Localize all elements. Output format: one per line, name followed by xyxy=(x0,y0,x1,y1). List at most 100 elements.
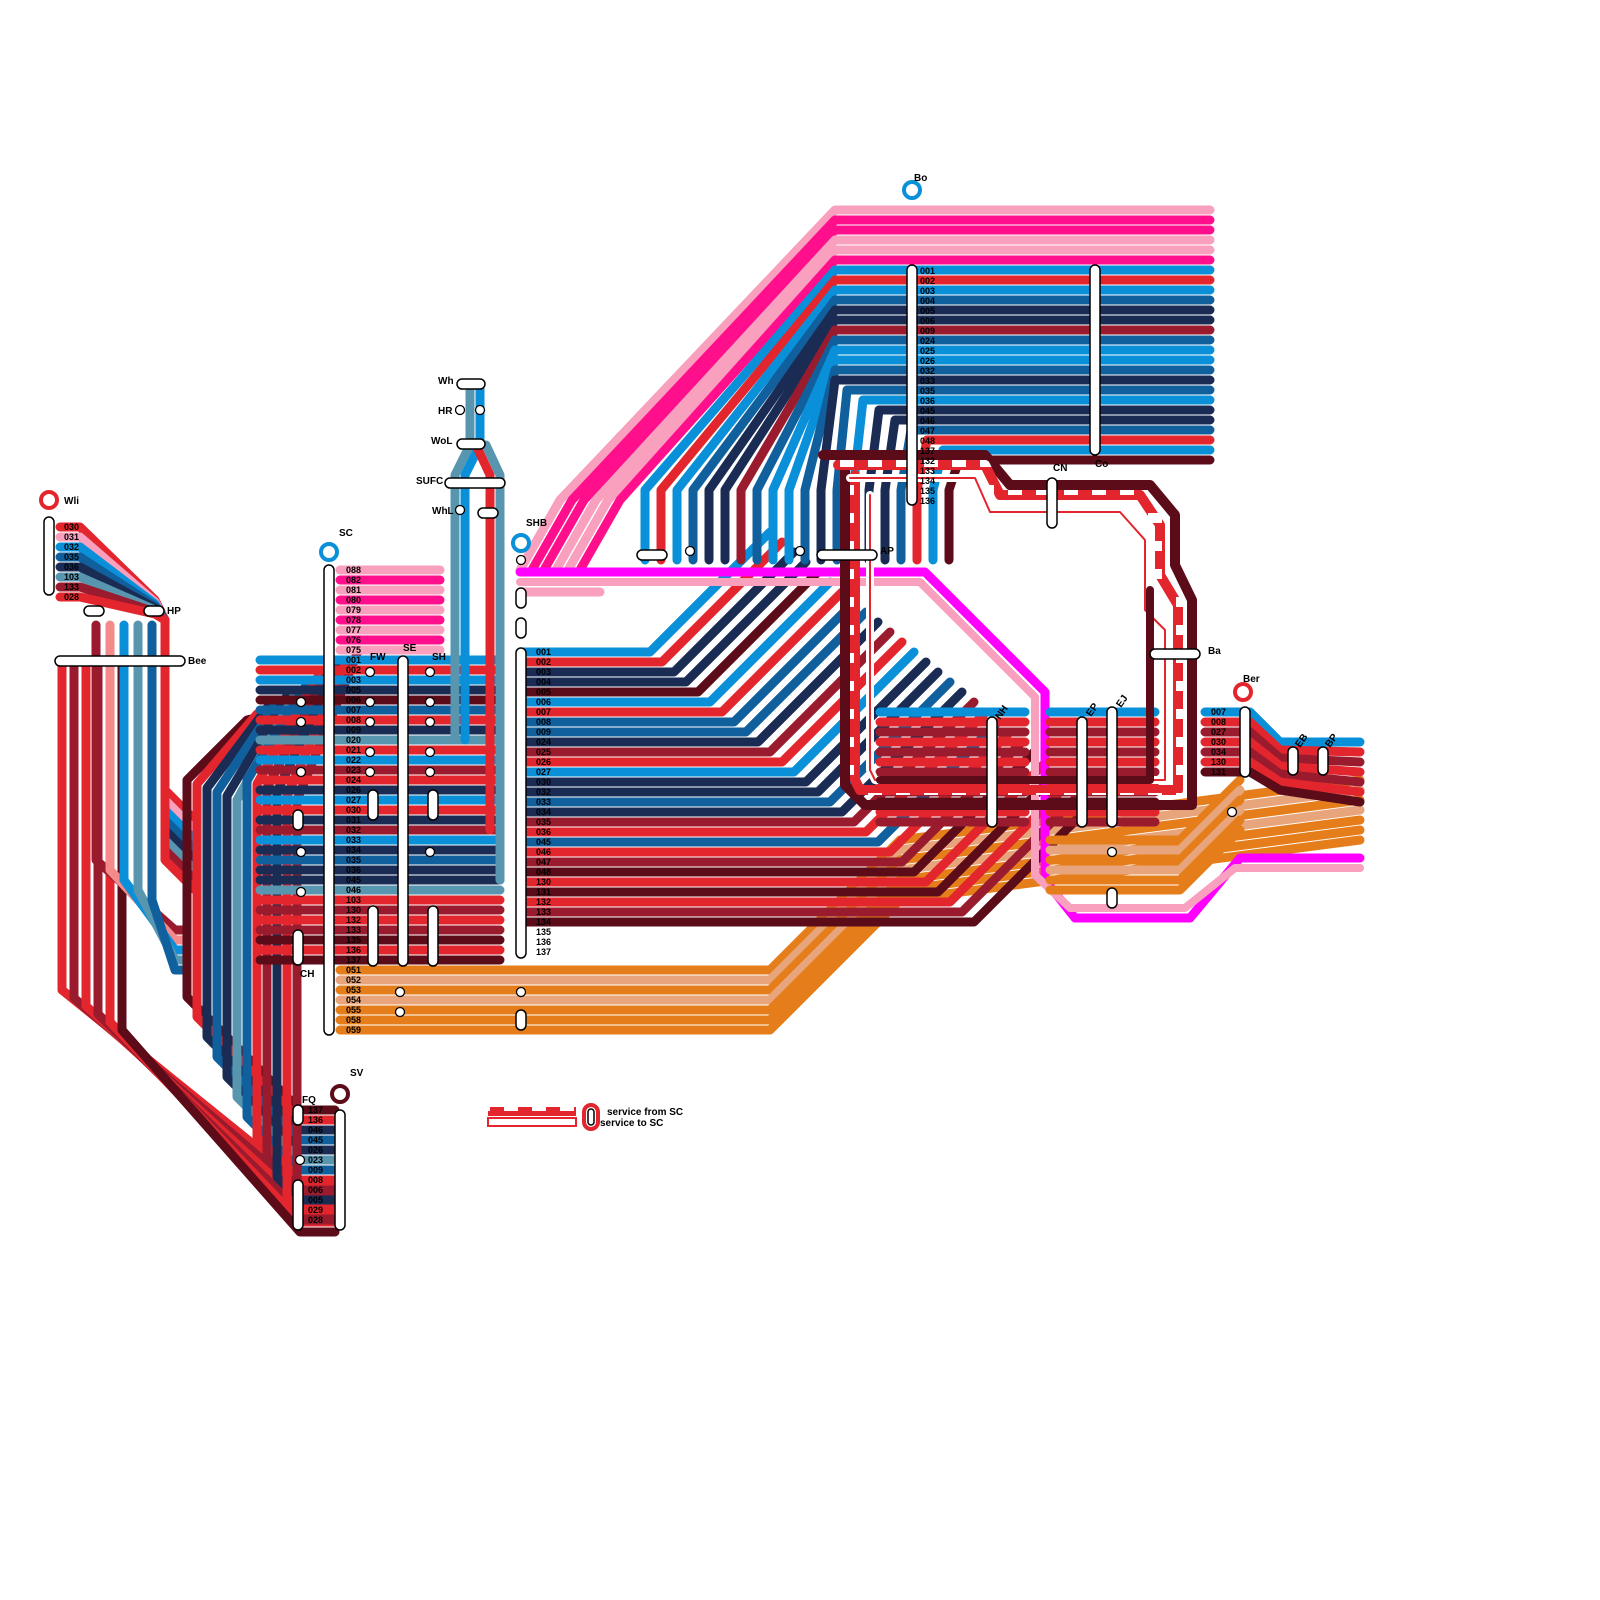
stop-dot-icon[interactable] xyxy=(426,848,435,857)
stop-dot-icon[interactable] xyxy=(366,718,375,727)
stop-bar-fq[interactable] xyxy=(293,1105,303,1125)
stop-bar-ba[interactable] xyxy=(1150,649,1200,659)
stop-bar-sc[interactable] xyxy=(324,565,334,1035)
station-se[interactable]: SE xyxy=(403,643,417,654)
stop-bar-ej[interactable] xyxy=(1107,707,1117,827)
stop-bar-shb[interactable] xyxy=(516,648,526,958)
station-co[interactable]: Co xyxy=(1095,459,1108,470)
station-sufc[interactable]: SUFC xyxy=(416,476,443,487)
stop-bar-ap[interactable] xyxy=(637,550,667,560)
stop-dot-icon[interactable] xyxy=(686,547,695,556)
stop-bar-wli[interactable] xyxy=(44,517,54,595)
stop-dot-icon[interactable] xyxy=(296,1156,305,1165)
stop-dot-icon[interactable] xyxy=(456,406,465,415)
station-sh[interactable]: SH xyxy=(432,652,446,663)
stop-dot-icon[interactable] xyxy=(396,1008,405,1017)
route-number-label: 136 xyxy=(920,496,935,506)
stop-bar-ap[interactable] xyxy=(817,550,877,560)
route-number-label: 009 xyxy=(346,725,361,735)
station-fq[interactable]: FQ xyxy=(302,1095,316,1106)
station-wh[interactable]: Wh xyxy=(438,376,454,387)
stop-dot-icon[interactable] xyxy=(366,668,375,677)
station-label: EJ xyxy=(1114,693,1130,709)
route-number-label: 024 xyxy=(536,737,551,747)
station-sc[interactable]: SC xyxy=(321,528,353,560)
route-number-label: 026 xyxy=(308,1145,323,1155)
station-fw[interactable]: FW xyxy=(370,652,386,663)
station-wol[interactable]: WoL xyxy=(431,436,452,447)
stop-dot-icon[interactable] xyxy=(426,668,435,677)
route-number-label: 088 xyxy=(346,565,361,575)
stop-dot-icon[interactable] xyxy=(426,748,435,757)
station-cn[interactable]: CN xyxy=(1053,463,1067,474)
stop-bar-fw[interactable] xyxy=(368,906,378,966)
station-ap[interactable]: AP xyxy=(880,546,894,557)
stop-dot-icon[interactable] xyxy=(366,698,375,707)
station-label: Wli xyxy=(64,496,79,507)
stop-dot-icon[interactable] xyxy=(1228,808,1237,817)
route-number-label: 134 xyxy=(920,476,935,486)
stop-bar-bee[interactable] xyxy=(55,656,185,666)
station-ba[interactable]: Ba xyxy=(1208,646,1221,657)
stop-dot-icon[interactable] xyxy=(426,718,435,727)
stop-dot-icon[interactable] xyxy=(1108,848,1117,857)
stop-bar-sh[interactable] xyxy=(428,906,438,966)
station-hr[interactable]: HR xyxy=(438,406,453,417)
station-ch[interactable]: CH xyxy=(300,969,314,980)
stop-bar-wol[interactable] xyxy=(457,439,485,449)
station-ej[interactable]: EJ xyxy=(1114,693,1130,709)
stop-bar-co[interactable] xyxy=(1090,265,1100,455)
stop-dot-icon[interactable] xyxy=(366,768,375,777)
stop-bar-ch[interactable] xyxy=(293,810,303,830)
stop-bar-wh[interactable] xyxy=(457,379,485,389)
stop-bar-se[interactable] xyxy=(398,656,408,966)
stop-bar-fw[interactable] xyxy=(368,790,378,820)
stop-bar-shb[interactable] xyxy=(516,588,526,608)
stop-dot-icon[interactable] xyxy=(517,556,526,565)
stop-dot-icon[interactable] xyxy=(426,768,435,777)
stop-dot-icon[interactable] xyxy=(517,988,526,997)
station-whl[interactable]: WhL xyxy=(432,506,454,517)
stop-bar-nh[interactable] xyxy=(987,717,997,827)
stop-dot-icon[interactable] xyxy=(456,506,465,515)
stop-bar-ej[interactable] xyxy=(1107,888,1117,908)
stop-bar-shb[interactable] xyxy=(516,618,526,638)
station-label: Ber xyxy=(1243,674,1260,685)
station-hp[interactable]: HP xyxy=(167,606,181,617)
stop-bar-eb[interactable] xyxy=(1288,747,1298,775)
stop-bar-sufc[interactable] xyxy=(445,478,505,488)
stop-bar-shb[interactable] xyxy=(516,1010,526,1030)
stop-bar-sh[interactable] xyxy=(428,790,438,820)
route-number-label: 034 xyxy=(1211,747,1226,757)
stop-dot-icon[interactable] xyxy=(476,406,485,415)
stop-bar-hp[interactable] xyxy=(144,606,164,616)
station-ber[interactable]: Ber xyxy=(1235,674,1260,700)
station-label: CH xyxy=(300,969,314,980)
station-wli[interactable]: Wli xyxy=(41,492,79,508)
stop-bar-fq[interactable] xyxy=(293,1180,303,1230)
stop-dot-icon[interactable] xyxy=(297,698,306,707)
stop-bar-ep[interactable] xyxy=(1077,717,1087,827)
stop-bar-cn[interactable] xyxy=(1047,478,1057,528)
station-bo[interactable]: Bo xyxy=(904,173,927,198)
stop-bar-sv[interactable] xyxy=(335,1110,345,1230)
stop-bar-ber[interactable] xyxy=(1240,707,1250,777)
stop-dot-icon[interactable] xyxy=(297,718,306,727)
route-number-label: 036 xyxy=(346,865,361,875)
route-number-label: 078 xyxy=(346,615,361,625)
stop-bar-bo[interactable] xyxy=(907,265,917,505)
station-bee[interactable]: Bee xyxy=(188,656,207,667)
stop-dot-icon[interactable] xyxy=(297,888,306,897)
stop-bar-ch[interactable] xyxy=(293,930,303,965)
stop-dot-icon[interactable] xyxy=(426,698,435,707)
route-number-label: 047 xyxy=(920,426,935,436)
stop-dot-icon[interactable] xyxy=(796,547,805,556)
station-sv[interactable]: SV xyxy=(332,1068,364,1102)
stop-bar-hp[interactable] xyxy=(84,606,104,616)
stop-dot-icon[interactable] xyxy=(297,768,306,777)
stop-bar-bp[interactable] xyxy=(1318,747,1328,775)
stop-bar-whl[interactable] xyxy=(478,508,498,518)
stop-dot-icon[interactable] xyxy=(297,848,306,857)
stop-dot-icon[interactable] xyxy=(366,748,375,757)
stop-dot-icon[interactable] xyxy=(396,988,405,997)
